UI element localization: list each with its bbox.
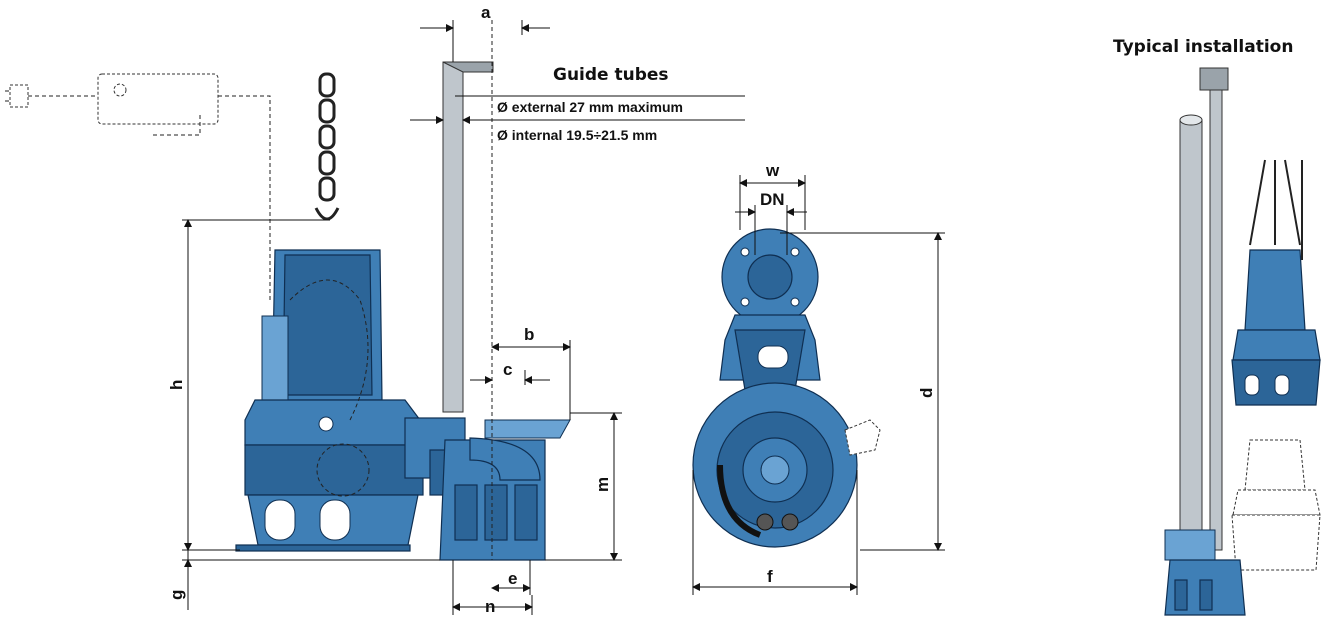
typical-installation-figure bbox=[1164, 67, 1321, 616]
lifting-chain-icon bbox=[314, 72, 340, 221]
dim-label-d: d bbox=[917, 388, 936, 398]
dim-label-a: a bbox=[481, 3, 491, 22]
dimension-lines-front bbox=[692, 175, 945, 595]
dim-label-b: b bbox=[524, 325, 534, 344]
dim-label-c: c bbox=[503, 360, 512, 379]
float-switch-icon bbox=[97, 73, 271, 300]
dim-label-w: w bbox=[765, 161, 780, 180]
dim-label-h: h bbox=[167, 380, 186, 390]
power-plug-icon bbox=[5, 84, 98, 108]
dim-label-m: m bbox=[593, 477, 612, 492]
guide-tubes-title: Guide tubes bbox=[553, 65, 669, 85]
dim-label-n: n bbox=[485, 597, 495, 616]
guide-tube-external-spec: Ø external 27 mm maximum bbox=[497, 99, 683, 115]
dim-label-f: f bbox=[767, 567, 773, 586]
pump-side-view bbox=[235, 20, 571, 561]
typical-installation-title: Typical installation bbox=[1113, 37, 1293, 57]
guide-tube-internal-spec: Ø internal 19.5÷21.5 mm bbox=[497, 127, 657, 143]
dim-label-g: g bbox=[167, 590, 186, 600]
dim-label-e: e bbox=[508, 569, 517, 588]
pump-front-view bbox=[692, 228, 881, 548]
dim-label-dn: DN bbox=[760, 190, 785, 209]
dimension-lines-side bbox=[182, 20, 745, 615]
